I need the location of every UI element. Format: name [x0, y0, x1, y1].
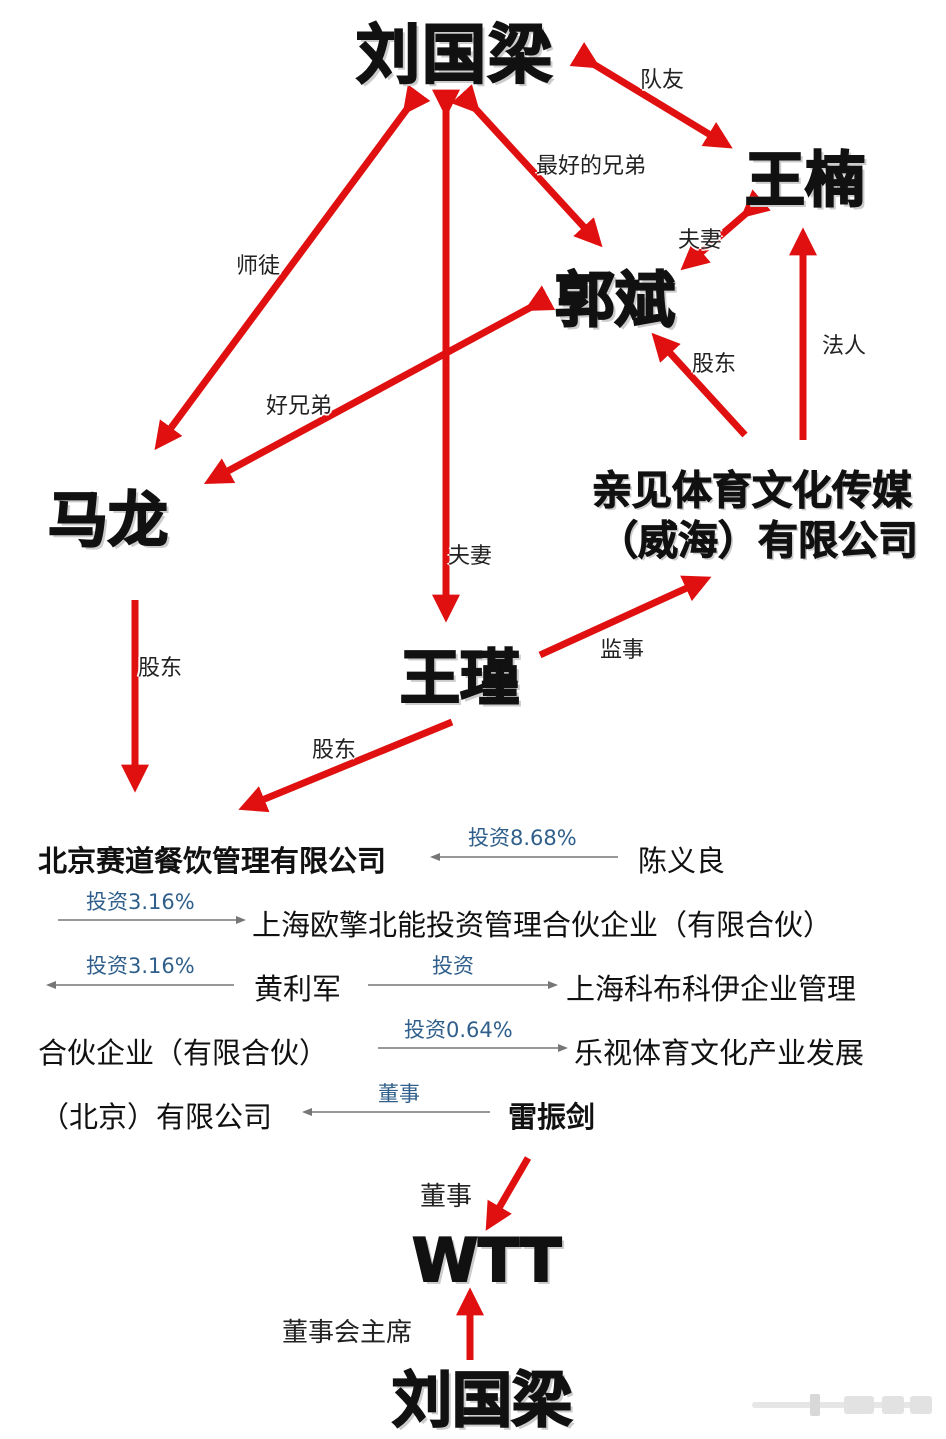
edge-label-teammate: 队友: [640, 68, 685, 93]
edge-label-supervisor: 监事: [600, 638, 645, 663]
node-ma-long: 马龙: [47, 485, 169, 557]
edge-label-chairman: 董事会主席: [282, 1318, 413, 1348]
person-huang-lijun: 黄利军: [254, 972, 342, 1006]
edge-label-good-brother: 好兄弟: [266, 394, 333, 419]
node-liu-guoliang-top: 刘国梁: [355, 18, 554, 94]
arrow-lei-wtt: [485, 1156, 532, 1231]
node-wang-jin: 王瑾: [399, 643, 521, 715]
arrow-qinjian-guobin: [651, 332, 748, 438]
node-liu-guoliang-bottom: 刘国梁: [391, 1365, 573, 1437]
arrow-liu-guobin: [451, 84, 603, 248]
node-wtt: WTT: [411, 1225, 562, 1297]
watermark-icon: [752, 1394, 932, 1416]
company-shanghai-kebu: 上海科布科伊企业管理: [566, 972, 857, 1006]
company-beijing-ltd: （北京）有限公司: [40, 1100, 273, 1134]
edge-label-shareholder-ma: 股东: [138, 656, 183, 681]
company-shanghai-ouqing: 上海欧擎北能投资管理合伙企业（有限合伙）: [252, 908, 833, 942]
arrow-wangjin-qinjian: [538, 575, 712, 659]
edge-label-couple-liu: 夫妻: [448, 544, 493, 569]
edge-label-mentor: 师徒: [236, 254, 281, 279]
node-qinjian-line2: （威海）有限公司: [598, 518, 919, 565]
person-chen-yiliang: 陈义良: [638, 844, 726, 878]
arrow-liu-malong: [154, 84, 431, 451]
edge-label-best-brother: 最好的兄弟: [536, 154, 647, 179]
arrow-guobin-malong: [203, 285, 556, 484]
invest-label-316-b: 投资3.16%: [86, 954, 195, 978]
company-partnership: 合伙企业（有限合伙）: [38, 1036, 329, 1070]
edge-label-legal-person: 法人: [822, 334, 867, 359]
invest-label-plain: 投资: [432, 954, 474, 978]
node-guo-bin: 郭斌: [554, 265, 676, 337]
node-wang-nan: 王楠: [744, 145, 866, 217]
edge-label-couple-guo: 夫妻: [678, 228, 723, 253]
arrow-liu-wangnan: [569, 42, 733, 149]
invest-label-868: 投资8.68%: [468, 826, 577, 850]
node-qinjian-line1: 亲见体育文化传媒: [592, 468, 913, 515]
person-lei-zhenjian: 雷振剑: [508, 1100, 596, 1134]
director-label: 董事: [378, 1082, 420, 1106]
arrow-wangnan-guobin: [680, 189, 771, 271]
edge-label-director-wtt: 董事: [420, 1182, 473, 1212]
edge-label-shareholder-wang: 股东: [312, 738, 357, 763]
invest-label-064: 投资0.64%: [404, 1018, 513, 1042]
edge-label-shareholder-guo: 股东: [692, 352, 737, 377]
invest-label-316-a: 投资3.16%: [86, 890, 195, 914]
company-beijing-saidao: 北京赛道餐饮管理有限公司: [38, 844, 387, 878]
arrow-wangjin-saidao: [238, 718, 454, 813]
company-leshi: 乐视体育文化产业发展: [574, 1036, 865, 1070]
